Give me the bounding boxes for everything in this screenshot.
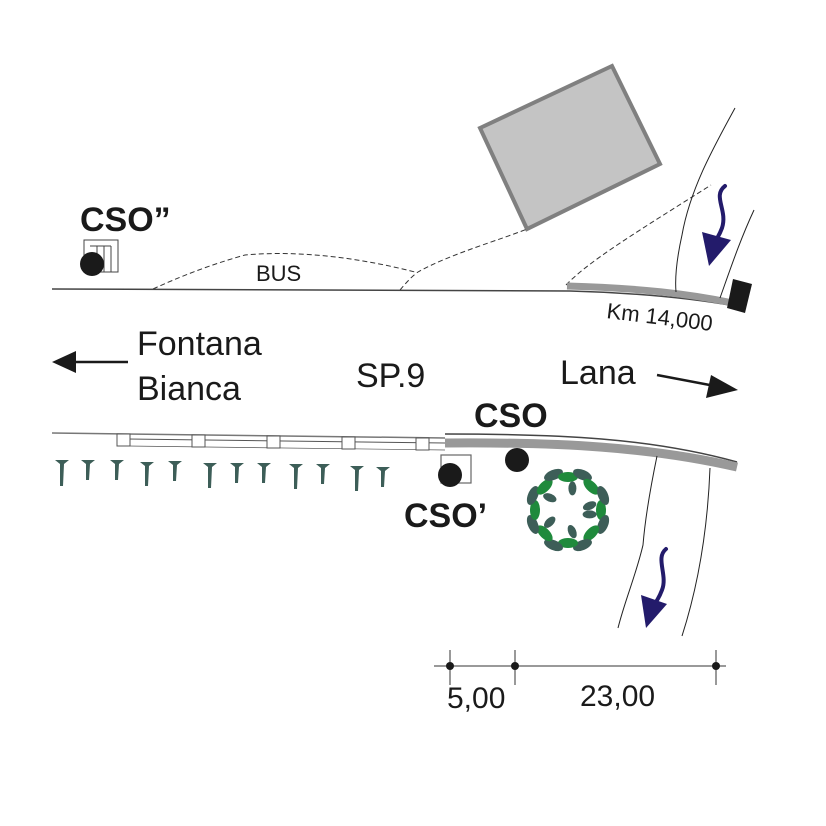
dimension-node	[446, 662, 454, 670]
fence-posts	[116, 433, 430, 451]
stream-north-bank-right	[719, 209, 755, 299]
tree-symbol	[257, 463, 271, 483]
fence-post	[415, 437, 430, 451]
shrub-leaf	[583, 478, 600, 495]
shrub-leaf	[536, 525, 553, 542]
tree-symbol	[168, 461, 182, 481]
flow-arrow-north	[711, 184, 727, 246]
bus-bay-outline	[152, 253, 416, 290]
shrub-leaf	[526, 486, 539, 505]
shrub-leaf	[597, 486, 610, 505]
access-path-building	[399, 228, 528, 291]
label-fontana: Fontana	[137, 325, 262, 363]
shrub-leaf	[582, 501, 597, 511]
shrub-leaf	[530, 500, 540, 520]
shrub-leaf	[544, 539, 563, 552]
tree-symbol	[110, 460, 124, 480]
shrub	[526, 468, 610, 552]
shrub-leaf	[558, 472, 578, 482]
fence-post	[266, 435, 281, 449]
arrow-west-head	[52, 351, 76, 373]
shrub-leaf	[596, 500, 606, 520]
guardrail-north	[566, 282, 734, 307]
dimension-label-2: 23,00	[580, 680, 655, 713]
tree-symbol	[376, 467, 390, 487]
shrub-leaf	[582, 510, 597, 519]
stream-south-bank-left	[617, 455, 658, 629]
fence-post	[191, 434, 206, 448]
arrow-east-shaft	[656, 373, 716, 388]
tree-row	[55, 460, 390, 491]
label-cso: CSO	[474, 397, 548, 435]
fence-post	[116, 433, 131, 447]
shrub-leaf	[597, 515, 610, 534]
shrub-leaf	[543, 516, 556, 528]
point-cso-double-prime[interactable]	[80, 252, 104, 276]
tree-symbol	[81, 460, 95, 480]
point-cso-prime[interactable]	[438, 463, 462, 487]
arrow-east-head	[706, 375, 738, 398]
point-cso[interactable]	[505, 448, 529, 472]
shrub-leaf	[573, 468, 592, 481]
road-edge-south	[51, 432, 446, 439]
tree-symbol	[230, 463, 244, 483]
flow-arrow-south	[651, 547, 668, 608]
shrub-leaf	[567, 524, 577, 539]
tree-symbol	[140, 462, 154, 486]
label-cso-double-prime: CSO”	[80, 201, 171, 239]
stream-south-bank-right	[681, 467, 711, 637]
fence-post	[341, 436, 356, 450]
building	[477, 63, 663, 232]
label-bus: BUS	[256, 261, 301, 286]
tree-symbol	[316, 464, 330, 484]
shrub-leaf	[536, 478, 553, 495]
road-edge-south-curve	[444, 433, 738, 463]
access-path-stream	[565, 184, 712, 286]
shrub-leaf	[583, 525, 600, 542]
shrub-leaf	[568, 481, 577, 496]
fence-rail	[127, 438, 446, 444]
dimension-node	[511, 662, 519, 670]
dimension-label-1: 5,00	[447, 682, 505, 715]
tree-symbol	[289, 464, 303, 489]
flow-arrowhead-south	[641, 595, 667, 628]
shrub-leaf	[558, 538, 578, 548]
label-road-sp9: SP.9	[356, 357, 425, 395]
shrub-leaf	[543, 493, 557, 503]
road-edge-north	[51, 288, 571, 292]
dimension-node	[712, 662, 720, 670]
tree-symbol	[55, 460, 69, 486]
km-marker-post	[727, 279, 752, 313]
label-km-marker: Km 14,000	[605, 298, 714, 336]
flow-arrowhead-north	[702, 232, 731, 266]
label-cso-prime: CSO’	[404, 497, 487, 535]
label-lana: Lana	[560, 354, 636, 392]
tree-symbol	[203, 463, 217, 488]
stream-north-bank-left	[675, 107, 736, 293]
guardrail-south	[444, 438, 739, 472]
label-bianca: Bianca	[137, 370, 241, 408]
tree-symbol	[350, 466, 364, 491]
fence-rail	[127, 445, 446, 451]
